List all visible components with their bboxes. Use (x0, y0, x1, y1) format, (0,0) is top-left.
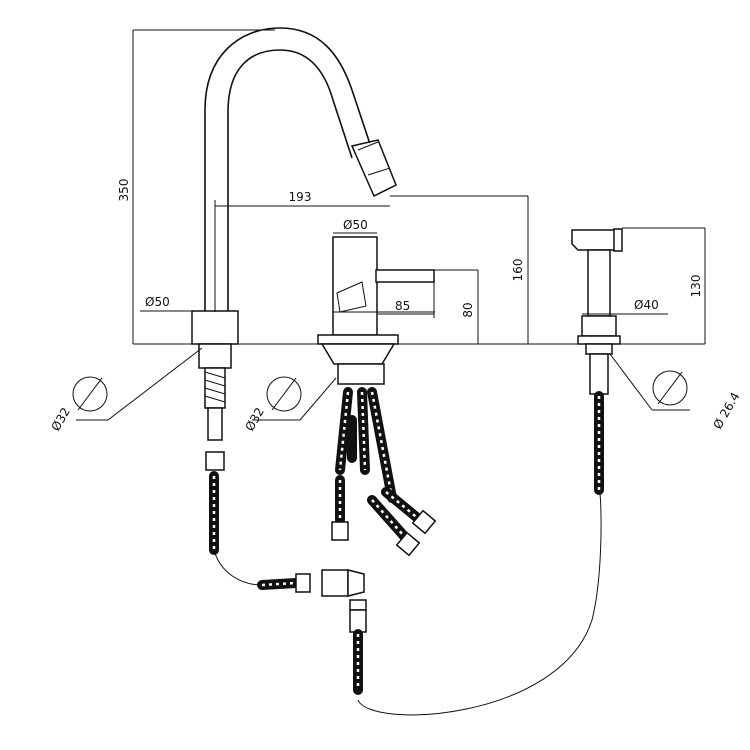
dim-spray-dia: Ø40 (582, 298, 668, 315)
mixer-hole-label: Ø32 (242, 405, 266, 433)
overall-height-label: 350 (117, 179, 131, 202)
spray-hole-label: Ø 26.4 (710, 390, 742, 432)
spray-height-label: 130 (689, 275, 703, 298)
spout-hole-label: Ø32 (48, 405, 72, 433)
mixer-body (317, 236, 435, 385)
dim-spout-hole: Ø32 (48, 347, 203, 434)
dim-spray-height: 130 (622, 227, 706, 344)
side-spray (571, 228, 623, 395)
dim-mixer-dia: Ø50 (333, 218, 377, 234)
spout-dia-label: Ø50 (145, 295, 170, 309)
dim-overall-height: 350 (117, 29, 275, 344)
dim-spout-reach: 193 (214, 190, 390, 312)
lever-length-label: 85 (395, 299, 410, 313)
dim-lever-length: 85 (378, 282, 435, 318)
mixer-dia-label: Ø50 (343, 218, 368, 232)
dim-mixer-height: 80 (380, 269, 479, 344)
spout-reach-label: 193 (289, 190, 312, 204)
dim-spray-hole: Ø 26.4 (609, 353, 743, 432)
mixer-height-label: 80 (461, 302, 475, 317)
spout-body (191, 27, 397, 441)
dim-spout-outlet-height: 160 (390, 195, 529, 344)
supply-hoses (205, 387, 604, 716)
dim-spout-dia: Ø50 (140, 295, 238, 312)
spray-dia-label: Ø40 (634, 298, 659, 312)
dim-mixer-hole: Ø32 (242, 376, 337, 434)
spout-outlet-height-label: 160 (511, 259, 525, 282)
